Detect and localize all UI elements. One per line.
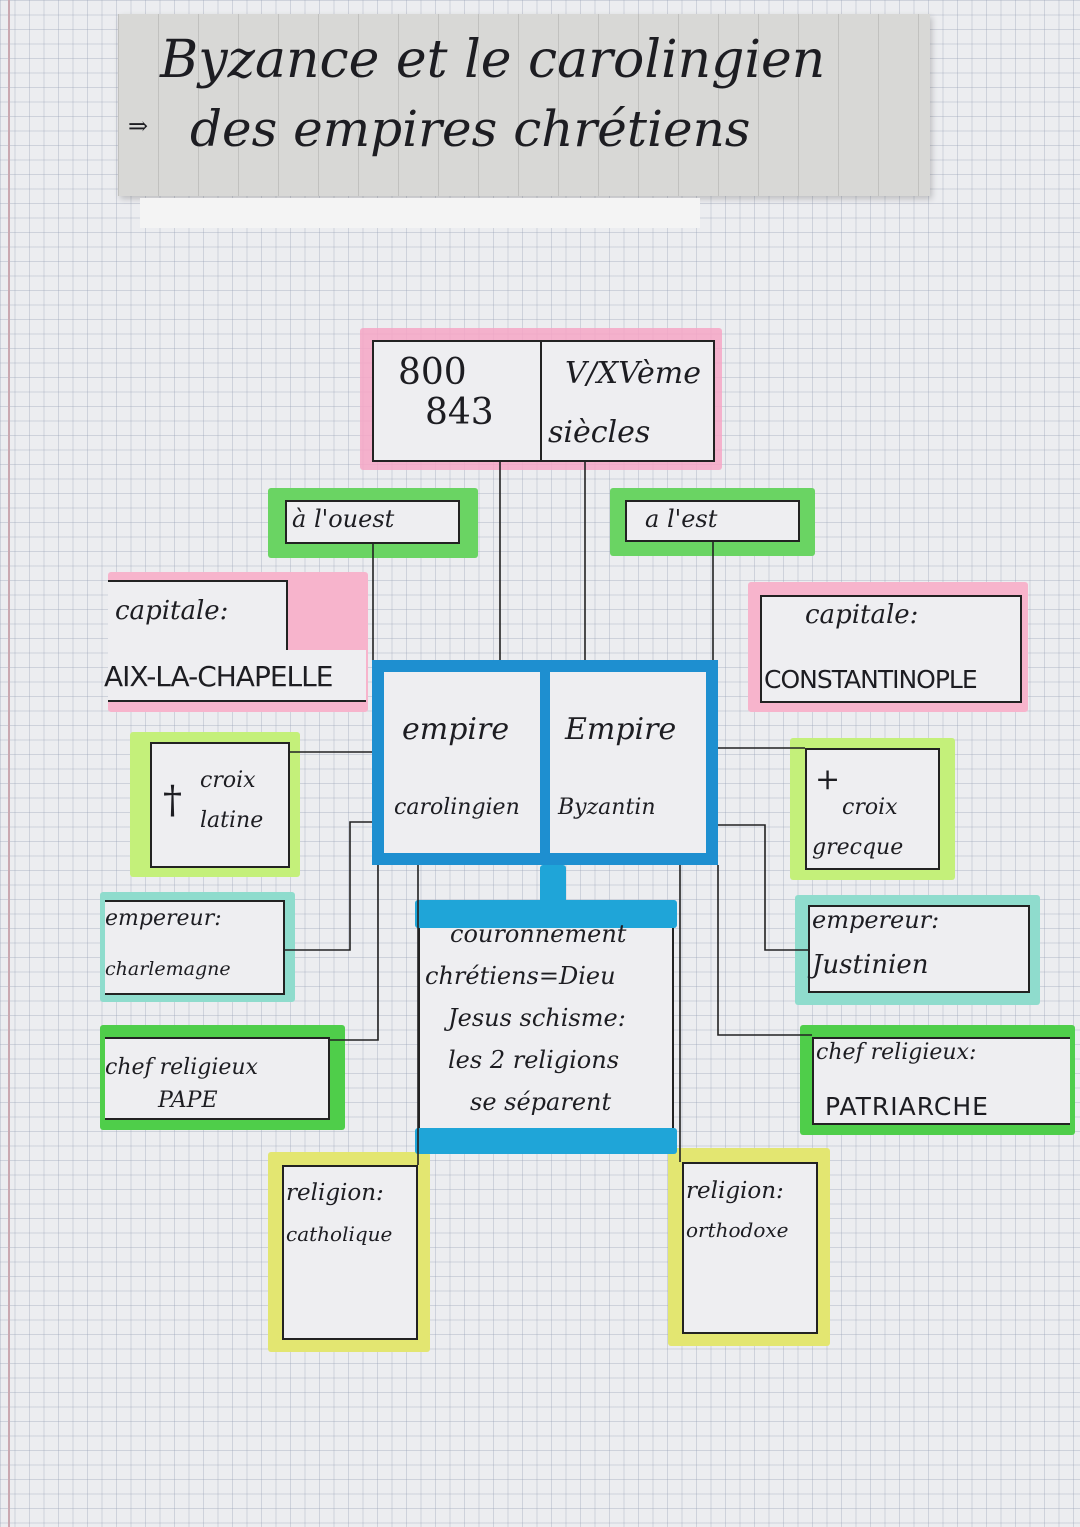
right-capital-box <box>760 595 1022 703</box>
margin-line <box>8 0 10 1527</box>
left-cross-box <box>150 742 290 868</box>
right-cross-l1: croix <box>842 795 898 820</box>
left-religious-name: PAPE <box>158 1088 218 1113</box>
right-emperor-box <box>808 905 1030 993</box>
left-religion-box <box>282 1165 418 1340</box>
right-cross-l2: grecque <box>812 835 904 860</box>
right-religion-name: orthodoxe <box>686 1218 789 1242</box>
left-empire-name: carolingien <box>394 795 520 820</box>
left-cross-l2: latine <box>200 808 264 833</box>
right-capital-label: capitale: <box>805 600 919 630</box>
note-line-5: se séparent <box>470 1088 612 1116</box>
right-religion-label: religion: <box>686 1178 784 1204</box>
center-note-box <box>418 928 674 1128</box>
century-label: siècles <box>548 415 651 450</box>
date-start: 800 <box>398 352 467 393</box>
latin-cross-icon: † <box>163 778 182 822</box>
dates-right-box <box>540 340 715 462</box>
left-capital-box-bottom <box>108 650 366 702</box>
title-line-2: des empires chrétiens <box>190 100 751 158</box>
note-line-4: les 2 religions <box>448 1046 620 1074</box>
connector-left-emperor <box>285 821 372 951</box>
connector-right-emperor <box>718 824 808 951</box>
left-capital-name: AIX-LA-CHAPELLE <box>104 660 333 693</box>
center-divider <box>540 660 550 865</box>
connector-left-religious <box>330 865 379 1041</box>
right-religious-box <box>812 1037 1070 1125</box>
right-emperor-name: Justinien <box>812 950 929 980</box>
left-religious-label: chef religieux <box>105 1055 258 1080</box>
title-paper <box>118 14 930 196</box>
right-capital-name: CONSTANTINOPLE <box>764 665 978 694</box>
east-label: a l'est <box>645 505 718 533</box>
left-emperor-name: charlemagne <box>105 958 231 980</box>
right-emperor-label: empereur: <box>812 906 940 934</box>
title-line-1: Byzance et le carolingien <box>160 30 826 90</box>
left-capital-box-top <box>108 580 288 650</box>
left-emperor-box <box>105 900 285 995</box>
east-box <box>625 500 800 542</box>
right-religion-box <box>682 1162 818 1334</box>
greek-cross-icon: + <box>815 762 841 797</box>
left-religion-label: religion: <box>286 1180 384 1206</box>
right-religious-name: PATRIARCHE <box>825 1092 989 1121</box>
right-empire-name: Byzantin <box>558 795 656 820</box>
left-empire-label: empire <box>402 712 510 747</box>
note-bottom-bar <box>415 1128 677 1154</box>
left-religion-name: catholique <box>286 1222 393 1246</box>
left-capital-label: capitale: <box>115 596 229 626</box>
arrow-icon: ⇒ <box>128 112 149 140</box>
left-religious-box <box>105 1037 330 1120</box>
dates-left-box <box>372 340 542 462</box>
note-connector-bar <box>540 865 566 910</box>
left-cross-l1: croix <box>200 768 256 793</box>
note-line-1: couronnement <box>450 920 627 948</box>
connector-right-religious <box>717 865 812 1036</box>
right-cross-box <box>805 748 940 870</box>
century-range: V/XVème <box>565 356 701 391</box>
right-religious-label: chef religieux: <box>816 1040 977 1065</box>
west-label: à l'ouest <box>292 505 395 533</box>
note-line-3: Jesus schisme: <box>448 1004 626 1032</box>
note-line-2: chrétiens=Dieu <box>425 962 616 990</box>
right-empire-label: Empire <box>565 712 677 747</box>
torn-edge <box>140 198 700 228</box>
left-emperor-label: empereur: <box>105 906 222 931</box>
date-end: 843 <box>425 392 494 433</box>
west-box <box>285 500 460 544</box>
